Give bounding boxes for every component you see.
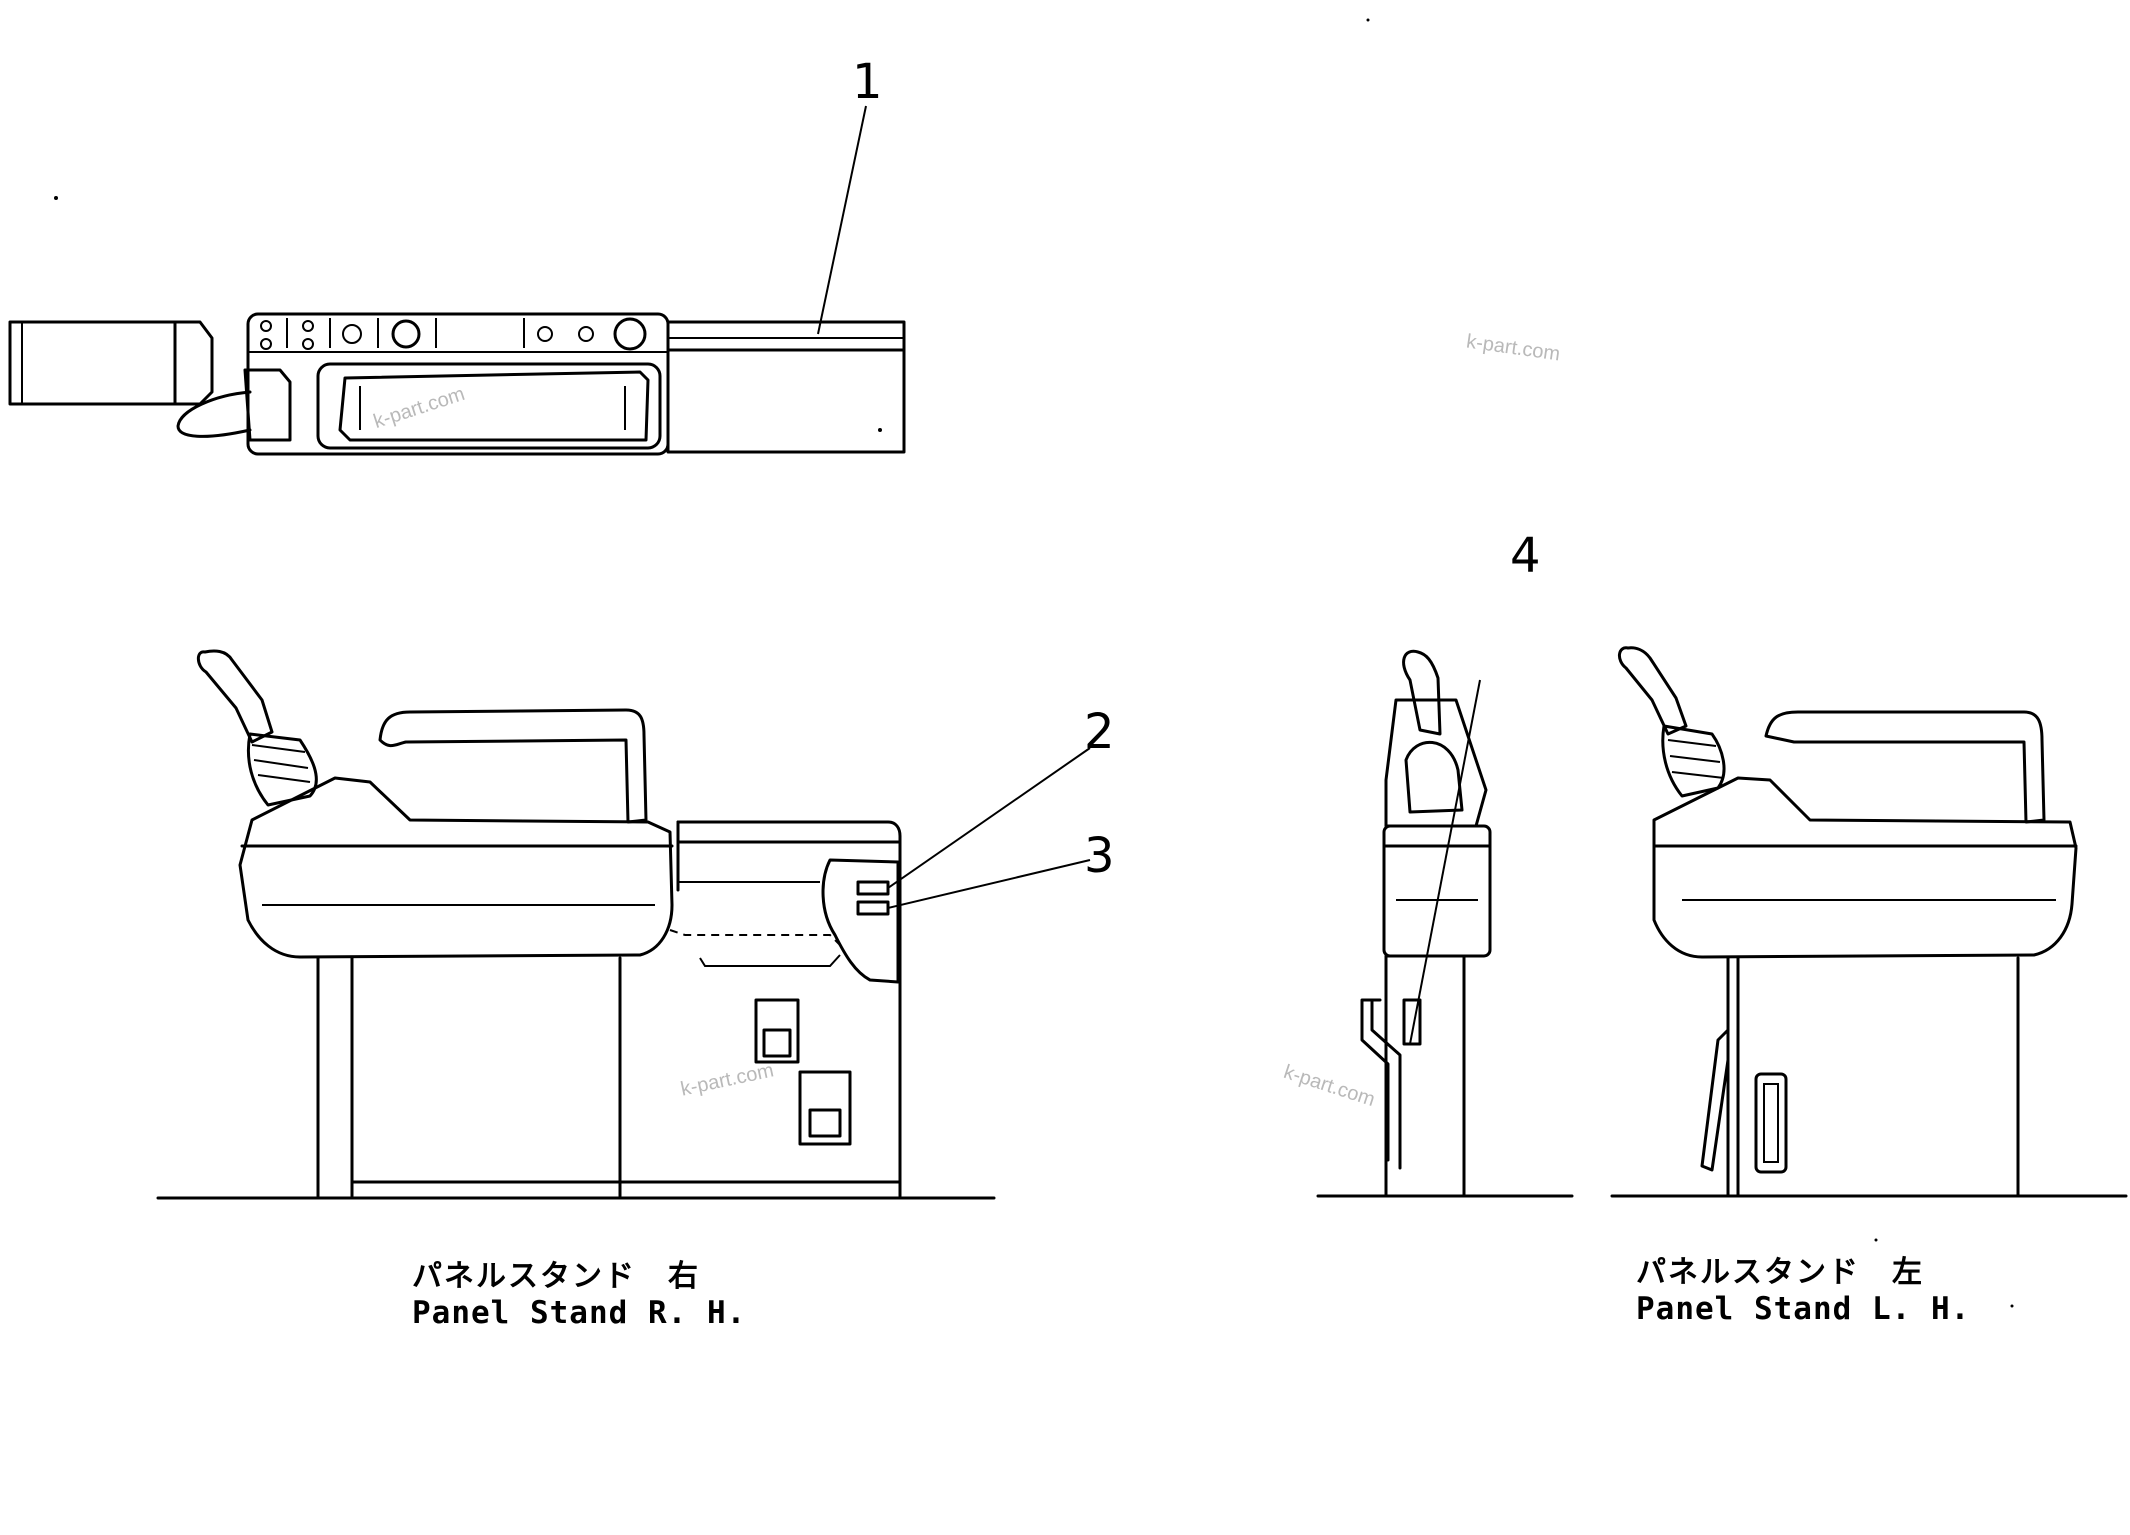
caption-left-en: Panel Stand L. H. <box>1636 1291 1971 1327</box>
caption-right-jp: パネルスタンド 右 <box>412 1259 700 1294</box>
callout-1: 1 <box>852 54 883 110</box>
callout-2: 2 <box>1084 704 1115 760</box>
panel-stand-left-side-view <box>1610 646 2128 1198</box>
top-view-panel <box>8 105 906 456</box>
callout-4: 4 <box>1510 528 1541 584</box>
panel-stand-left-front-view <box>1316 649 1574 1198</box>
caption-right-en: Panel Stand R. H. <box>412 1295 747 1331</box>
panel-stand-right-view <box>156 649 1091 1200</box>
callout-3: 3 <box>1084 828 1115 884</box>
caption-left-jp: パネルスタンド 左 <box>1636 1255 1924 1290</box>
